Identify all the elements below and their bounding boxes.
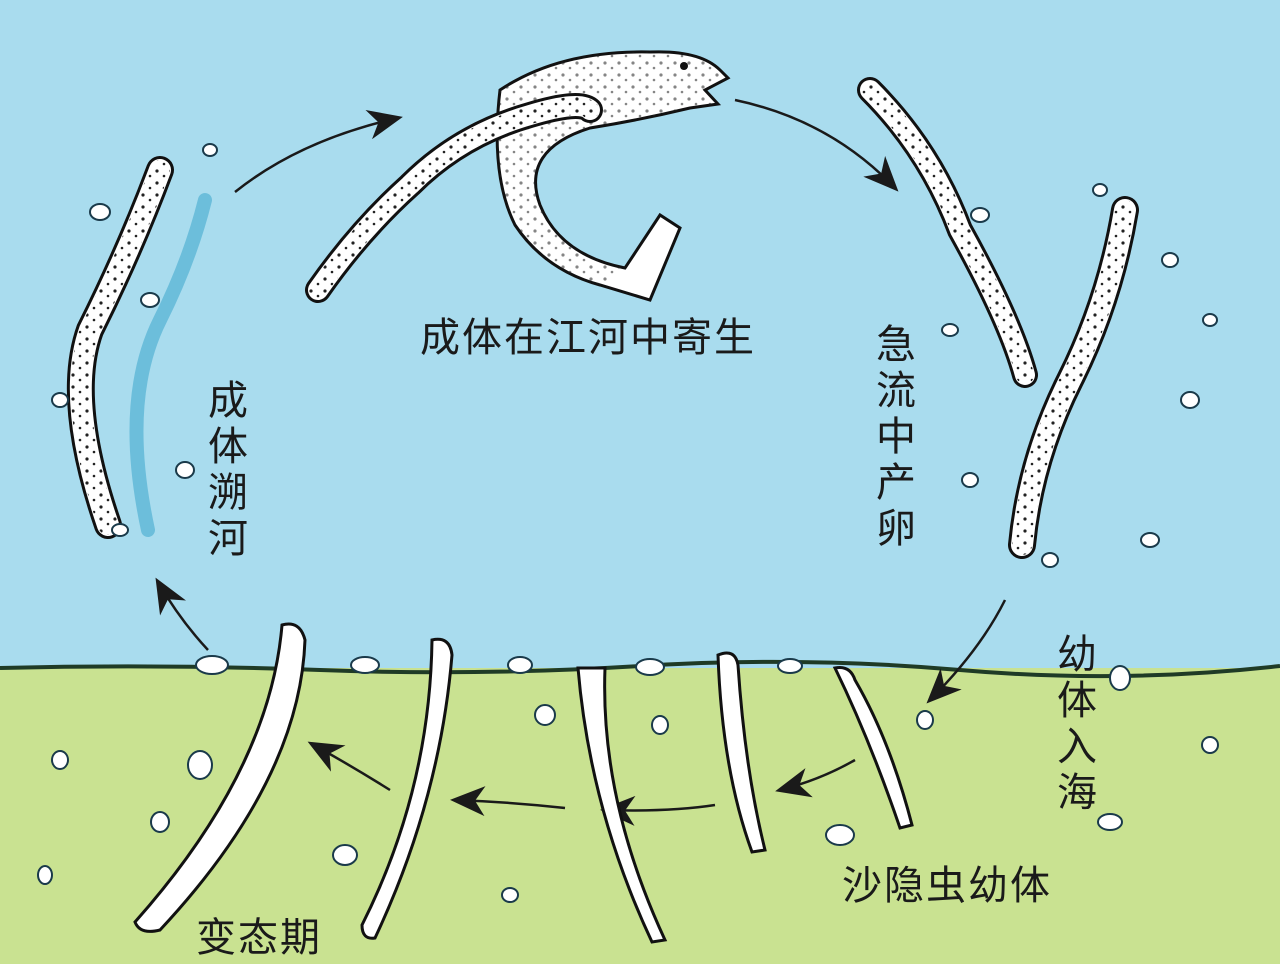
arrow-larva-3 <box>450 786 566 817</box>
pebbles <box>37 143 1219 903</box>
upriver-lamprey <box>66 156 212 539</box>
cycle-arrows <box>155 98 1007 826</box>
label-metamorphosis: 变态期 <box>196 915 322 961</box>
arrow-spawning-to-sea <box>926 599 1007 704</box>
burrowed-larvae <box>133 622 914 944</box>
label-spawning: 急流中产卵 <box>876 322 916 552</box>
label-ammocoete-larvae: 沙隐虫幼体 <box>842 863 1052 909</box>
arrow-parasitic-to-spawning <box>734 98 899 192</box>
arrow-upriver-to-parasitic <box>234 109 403 193</box>
arrow-larva-1 <box>775 758 856 798</box>
label-larvae-enter-sea: 幼体入海 <box>1057 632 1097 816</box>
arrow-larva-2 <box>600 795 716 826</box>
label-adult-migrates-upriver: 成体溯河 <box>208 378 248 562</box>
label-parasitic-adult: 成体在江河中寄生 <box>420 315 756 361</box>
host-fish <box>495 50 731 302</box>
spawning-lampreys <box>857 77 1139 559</box>
arrow-larva-4 <box>307 741 391 792</box>
arrow-metamorphosis-to-adult <box>155 577 209 651</box>
parasitic-lamprey <box>305 93 603 303</box>
